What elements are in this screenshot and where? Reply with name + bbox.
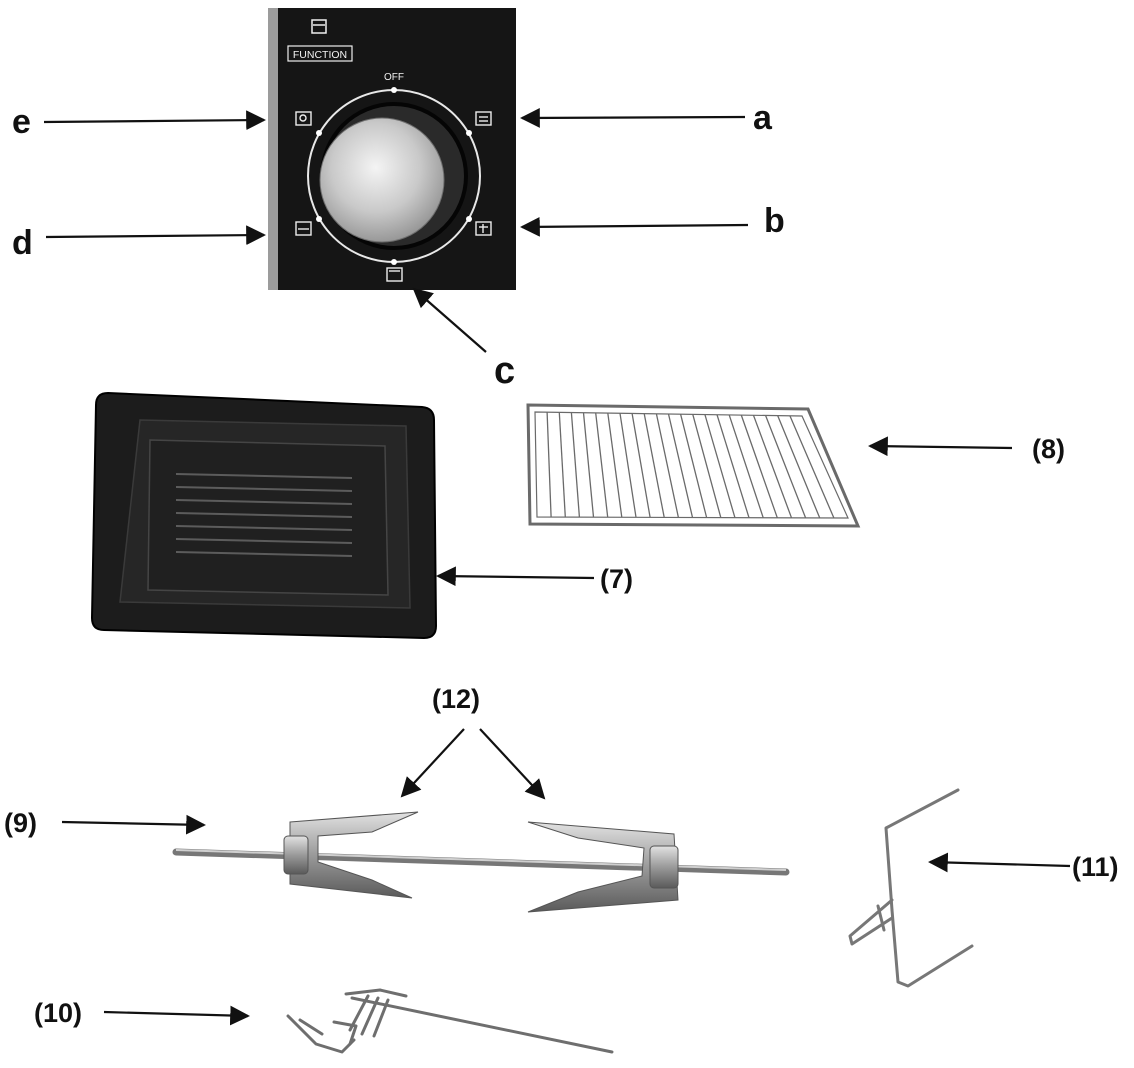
rack-bar bbox=[655, 413, 680, 518]
rack-bar bbox=[679, 414, 708, 518]
arrow-b bbox=[520, 216, 749, 237]
arrow-7 bbox=[436, 566, 595, 587]
mode-icon-a bbox=[475, 111, 492, 126]
spit-handle bbox=[848, 788, 974, 988]
rotisserie-fork bbox=[286, 988, 614, 1054]
arrow-a bbox=[520, 108, 746, 128]
function-knob[interactable] bbox=[319, 102, 468, 250]
rack-bar bbox=[570, 412, 581, 518]
mode-icon-c bbox=[386, 267, 403, 282]
rotisserie-fork-left bbox=[283, 811, 419, 899]
baking-tray bbox=[90, 391, 438, 640]
rack-bar bbox=[643, 413, 665, 518]
tray-ridges bbox=[175, 473, 353, 557]
rack-bar bbox=[704, 414, 736, 518]
callout-10: (10) bbox=[34, 998, 82, 1028]
callout-b: b bbox=[764, 202, 785, 240]
arrow-11 bbox=[928, 852, 1071, 873]
arrow-e bbox=[43, 110, 266, 131]
arrow-12-right bbox=[479, 728, 546, 800]
arrow-12-left bbox=[400, 728, 465, 798]
function-label-box: FUNCTION bbox=[287, 45, 353, 62]
mode-icon-d bbox=[295, 221, 312, 236]
wire-rack bbox=[526, 403, 861, 528]
off-label: OFF bbox=[384, 72, 404, 83]
rack-bar bbox=[789, 415, 835, 519]
callout-e: e bbox=[12, 103, 31, 141]
rack-bar bbox=[692, 414, 722, 518]
rack-bar bbox=[558, 412, 566, 518]
control-panel: FUNCTION OFF bbox=[268, 8, 516, 290]
rack-bar bbox=[728, 414, 764, 518]
callout-12: (12) bbox=[432, 684, 480, 714]
callout-9: (9) bbox=[4, 808, 37, 838]
rack-bar bbox=[777, 415, 821, 519]
rack-bar bbox=[619, 413, 637, 518]
function-label: FUNCTION bbox=[293, 49, 347, 61]
callout-7: (7) bbox=[600, 564, 633, 594]
rack-bar bbox=[595, 412, 609, 518]
callout-d: d bbox=[12, 224, 33, 262]
rack-bars bbox=[546, 412, 835, 519]
arrow-8 bbox=[868, 436, 1013, 457]
arrow-c bbox=[412, 287, 487, 353]
rotisserie-fork-right bbox=[527, 821, 679, 913]
rack-bar bbox=[607, 413, 623, 518]
arrow-d bbox=[45, 225, 266, 246]
callout-11: (11) bbox=[1072, 852, 1119, 882]
rack-bar bbox=[546, 412, 552, 518]
rack-bar bbox=[667, 413, 694, 518]
callout-8: (8) bbox=[1032, 434, 1065, 464]
rack-bar bbox=[752, 415, 793, 519]
dial-position-dots bbox=[316, 87, 472, 265]
arrow-9 bbox=[61, 814, 206, 835]
rack-bar bbox=[631, 413, 651, 518]
rack-bar bbox=[740, 414, 778, 519]
oven-mode-icon bbox=[311, 19, 327, 34]
rack-bar bbox=[582, 412, 595, 518]
arrow-10 bbox=[103, 1005, 250, 1026]
mode-icon-b bbox=[475, 221, 492, 236]
callout-a: a bbox=[753, 99, 773, 137]
rack-bar bbox=[716, 414, 750, 518]
mode-icon-e bbox=[295, 111, 312, 126]
callout-c: c bbox=[494, 350, 515, 392]
rack-bar bbox=[764, 415, 807, 519]
rotisserie-spit bbox=[172, 848, 790, 876]
